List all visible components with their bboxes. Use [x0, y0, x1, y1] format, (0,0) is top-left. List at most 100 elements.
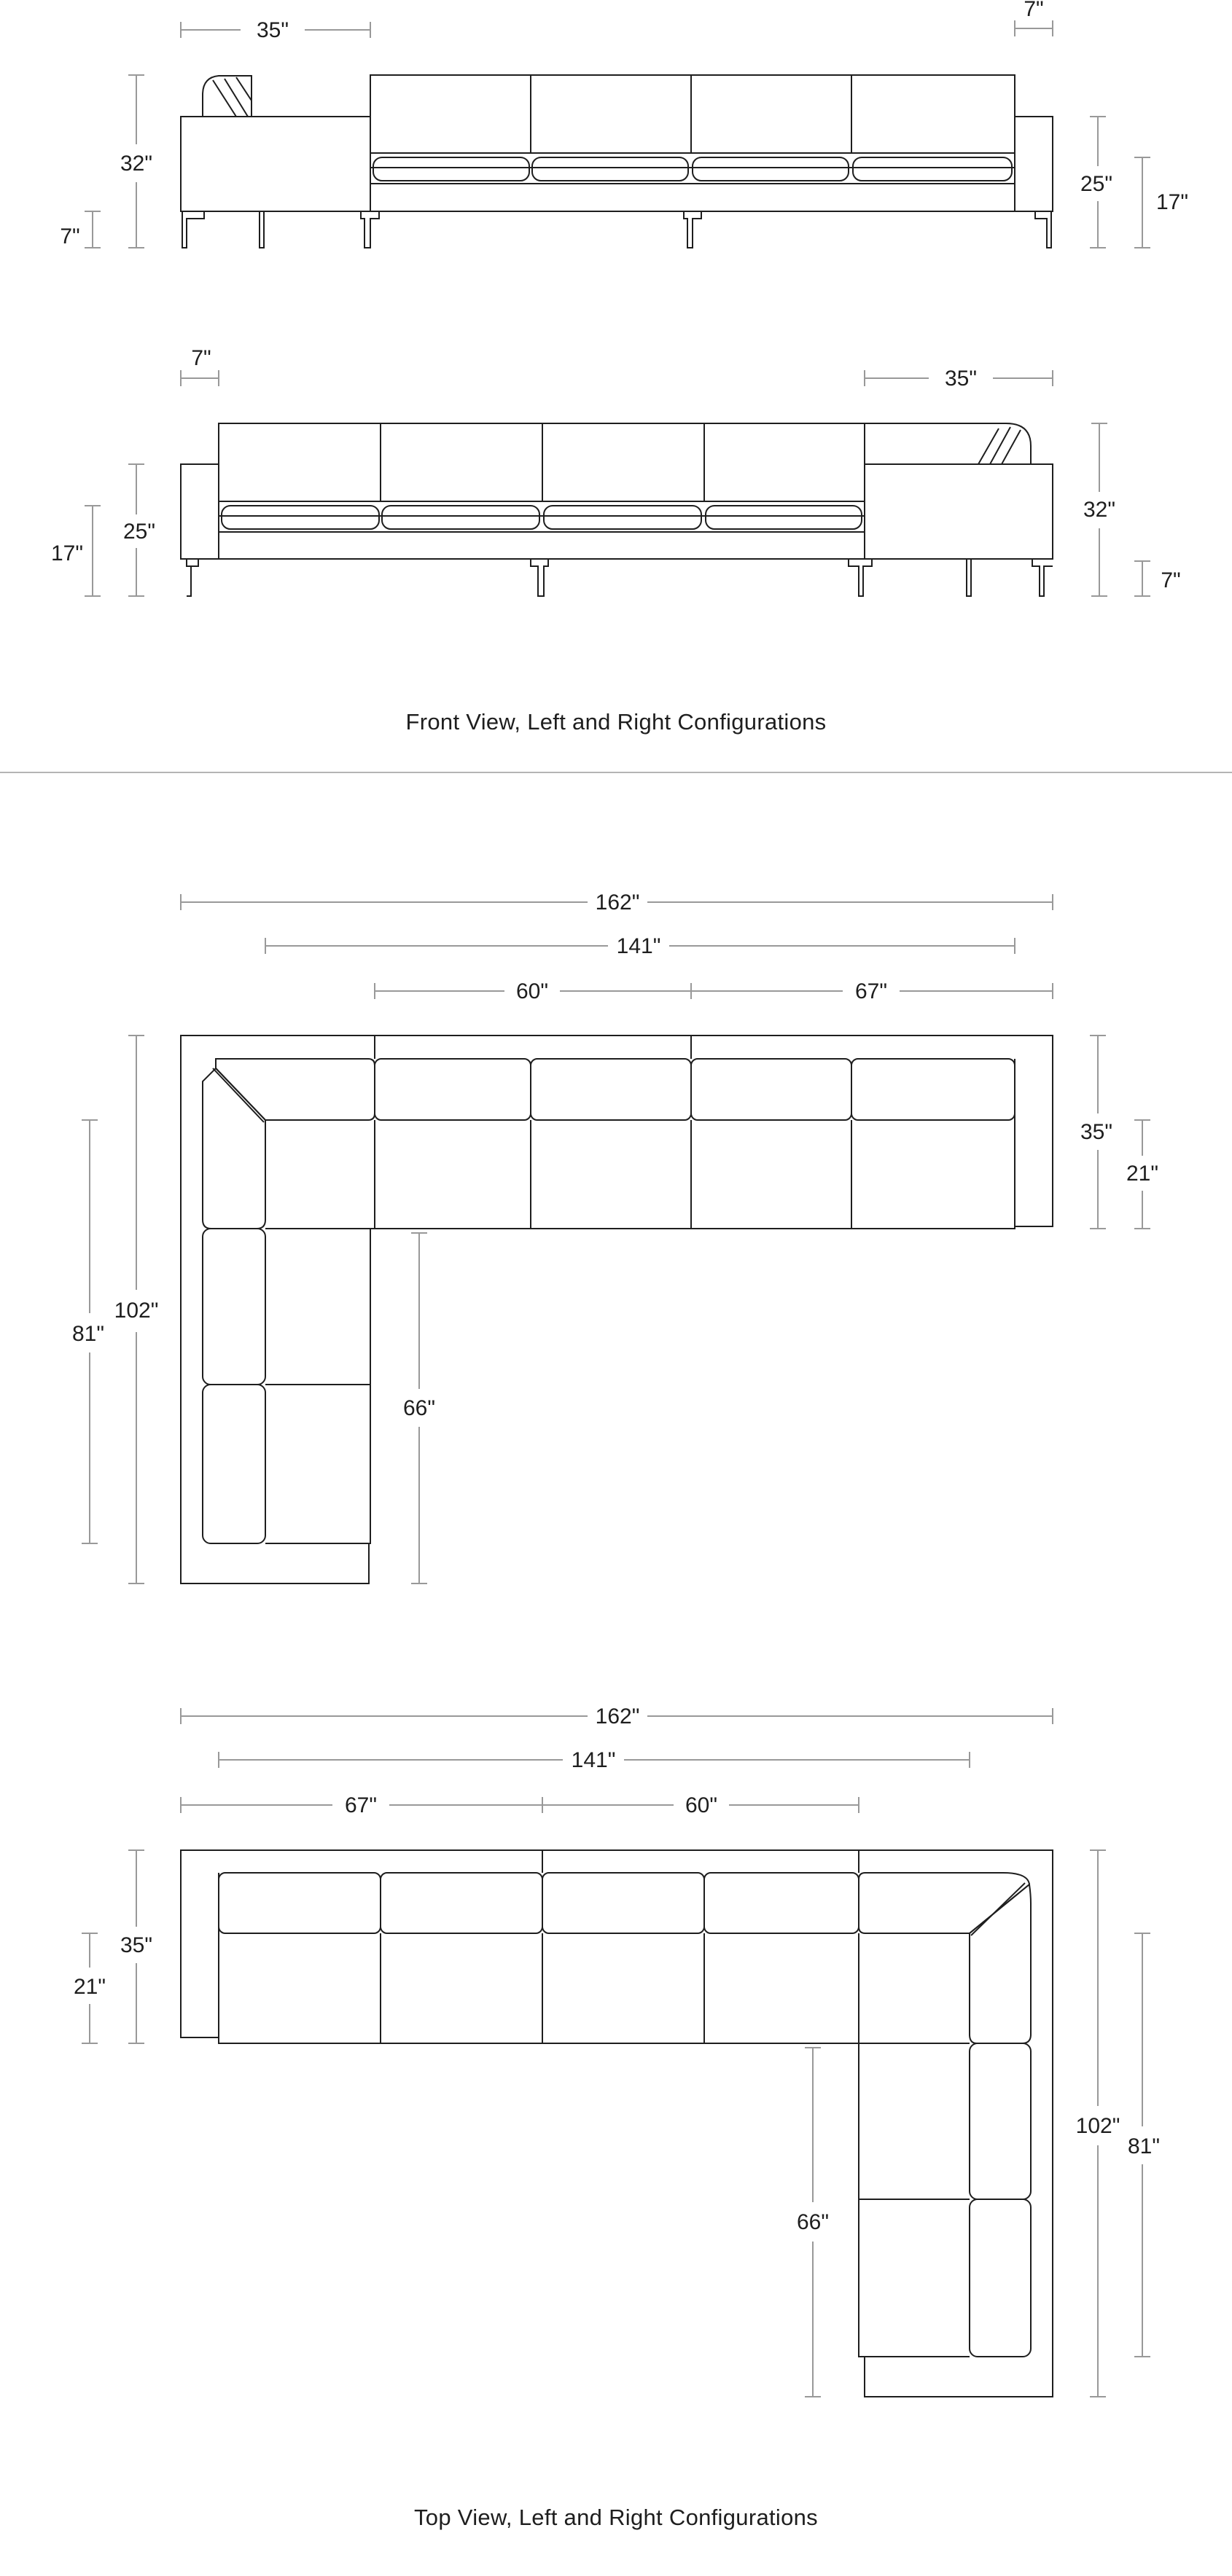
chaise-back-stripe [989, 426, 1011, 465]
chaise-seat-length-label: 81" [1128, 2134, 1160, 2158]
back-cushion [851, 74, 1015, 154]
seat-cushion [692, 157, 849, 181]
back-height-label: 32" [1083, 498, 1115, 522]
seat-cushion [543, 505, 702, 530]
top-view-caption: Top View, Left and Right Configurations [414, 2505, 818, 2530]
sectional-outline [180, 1035, 1053, 1584]
back-cushion [530, 74, 692, 154]
arm-height-label: 25" [1080, 172, 1112, 196]
back-height-label: 32" [120, 152, 152, 176]
chaise-back-cushion [864, 423, 1032, 464]
top-right-dimension-labels: 162" 141" 67" 60" 35" 21" 66" 102" 81" [74, 1704, 1160, 2234]
chaise-width-label: 35" [945, 367, 977, 391]
chaise-back-cushion [969, 2043, 1032, 2200]
seat-height-label: 17" [51, 541, 83, 565]
leg [1034, 211, 1052, 248]
chaise-back-cushion [202, 1384, 266, 1544]
leg [683, 211, 702, 248]
seat-cushion [373, 157, 530, 181]
chaise-seat-length-label: 81" [72, 1322, 104, 1346]
leg [966, 559, 972, 597]
front-left-dimensions [85, 20, 1150, 248]
chaise-length-label: 102" [1076, 2114, 1120, 2138]
corner-back-cushion [215, 1058, 375, 1121]
arm-width-label: 7" [191, 346, 211, 370]
top-view-left [180, 1035, 1053, 1584]
corner-cushion-seam [212, 1068, 265, 1123]
back-cushion [703, 1872, 859, 1934]
inner-length-label: 66" [403, 1396, 435, 1420]
front-view-right [180, 423, 1053, 597]
section-b-label: 67" [855, 979, 887, 1003]
inner-length-label: 66" [797, 2210, 829, 2234]
inner-width-label: 141" [572, 1748, 616, 1772]
chaise-arm [180, 116, 371, 212]
back-cushion [380, 1872, 543, 1934]
back-cushion [370, 74, 531, 154]
back-cushion [851, 1058, 1015, 1121]
chaise-back-cushion [969, 2199, 1032, 2357]
seat-height-label: 17" [1156, 190, 1188, 214]
sofa-base [218, 531, 865, 560]
front-right-dimension-labels: 7" 35" 25" 17" 32" 7" [51, 346, 1181, 592]
overall-width-label: 162" [596, 1704, 640, 1729]
front-left-dimension-labels: 35" 7" 32" 7" 25" 17" [60, 0, 1188, 248]
chaise-arm [864, 463, 1053, 560]
overall-width-label: 162" [596, 890, 640, 915]
chaise-back-stripe [235, 77, 252, 101]
left-arm [180, 463, 219, 560]
right-arm [1014, 116, 1053, 212]
back-cushion [374, 1058, 531, 1121]
leg [530, 559, 549, 597]
inner-width-label: 141" [617, 934, 661, 958]
seat-cushion [852, 157, 1013, 181]
seat-cushion [705, 505, 862, 530]
chaise-back-stripe [1001, 429, 1021, 465]
leg [191, 559, 199, 567]
chaise-back-cushion [202, 75, 252, 117]
leg [182, 211, 205, 248]
front-right-dimensions [85, 370, 1150, 597]
leg [186, 559, 192, 597]
chaise-width-label: 35" [257, 18, 289, 42]
back-cushion [690, 74, 852, 154]
seat-cushion [531, 157, 689, 181]
arm-height-label: 25" [123, 520, 155, 544]
section-a-label: 67" [345, 1793, 377, 1817]
back-cushion [542, 1872, 705, 1934]
leg-height-label: 7" [1161, 568, 1180, 592]
front-view-caption: Front View, Left and Right Configuration… [406, 709, 827, 735]
chaise-length-label: 102" [114, 1299, 159, 1323]
section-a-label: 60" [516, 979, 548, 1003]
corner-back-cushion [858, 1872, 1031, 1934]
leg [259, 211, 265, 248]
top-right-dimensions [82, 1708, 1150, 2397]
leg-height-label: 7" [60, 224, 79, 248]
sofa-base [370, 183, 1015, 212]
back-cushion [218, 1872, 381, 1934]
section-b-label: 60" [685, 1793, 717, 1817]
chaise-back-stripe [978, 428, 999, 465]
depth-label: 35" [120, 1933, 152, 1957]
arm-width-label: 7" [1024, 0, 1043, 21]
chaise-back-cushion [202, 1067, 266, 1229]
top-view-right [180, 1849, 1053, 2397]
chaise-back-cushion [969, 1883, 1032, 2044]
seat-cushion [221, 505, 380, 530]
back-cushion [542, 423, 705, 502]
back-cushion [218, 423, 381, 502]
sectional-outline [180, 1849, 1053, 2397]
back-cushion [690, 1058, 852, 1121]
chaise-back-stripe [224, 78, 249, 117]
leg [360, 211, 380, 248]
depth-label: 35" [1080, 1120, 1112, 1144]
back-cushion [530, 1058, 692, 1121]
top-left-dimensions [82, 894, 1150, 1584]
leg [848, 559, 873, 597]
chaise-back-cushion [202, 1228, 266, 1385]
top-left-dimension-labels: 162" 141" 60" 67" 35" 21" 102" 81" 66" [72, 890, 1158, 1420]
back-cushion [380, 423, 543, 502]
leg [1032, 559, 1053, 597]
